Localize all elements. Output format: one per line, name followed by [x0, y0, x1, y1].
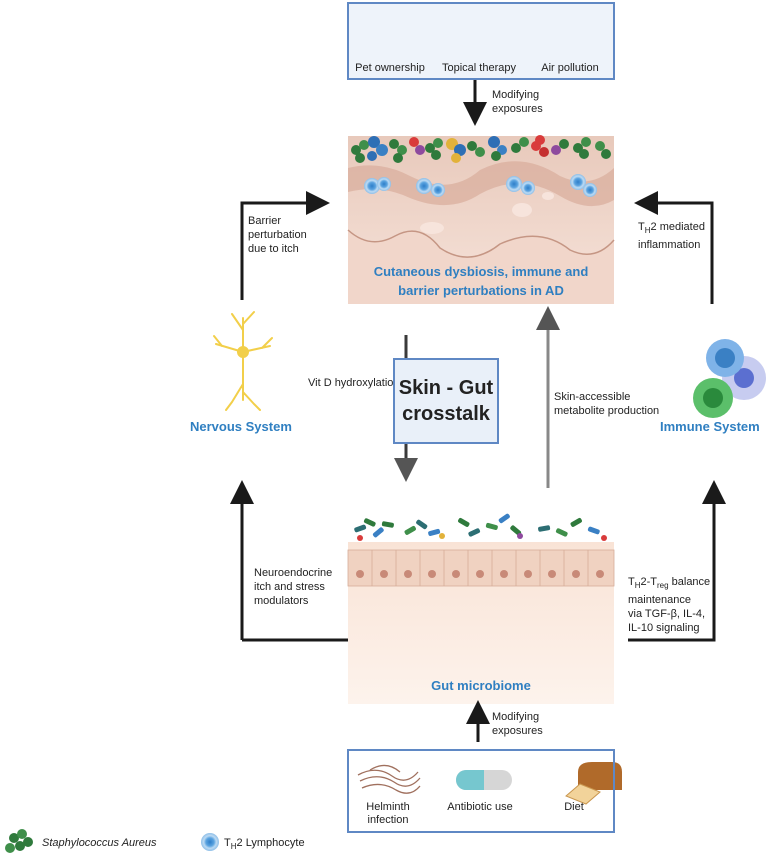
bottom-modifying-line2: exposures — [492, 725, 543, 737]
barrier-perturbation-label: Barrier perturbation due to itch — [248, 214, 307, 256]
helminth-line2: infection — [367, 814, 409, 826]
skin-title-line1: Cutaneous dysbiosis, immune and — [373, 264, 589, 279]
th2-inflammation-line2: inflammation — [638, 239, 701, 252]
flow-arrows — [230, 80, 726, 742]
th2-treg-line2: maintenance — [628, 594, 691, 607]
bottom-modifying-label: Modifying exposures — [492, 710, 543, 738]
capsule-icon — [456, 770, 512, 790]
skin-illustration — [347, 136, 615, 304]
exposure-label-topical: Topical therapy — [442, 62, 516, 74]
th2-treg-line1: TH2-Treg balance — [628, 576, 711, 591]
legend-lymphocyte-label: TH2 Lymphocyte — [224, 837, 305, 852]
th2-treg-label: TH2-Treg balance maintenance via TGF-β, … — [628, 575, 710, 635]
exposure-label-helminth: Helminth infection — [353, 801, 423, 827]
nervous-system-title: Nervous System — [190, 419, 292, 434]
vit-d-label: Vit D hydroxylation — [308, 377, 400, 389]
barrier-line3: due to itch — [248, 243, 299, 255]
helminth-line1: Helminth — [366, 801, 410, 813]
top-exposures-box: Pet ownership Topical therapy Air pollut… — [347, 2, 615, 80]
top-modifying-line1: Modifying — [492, 89, 540, 101]
skin-lymphocytes — [364, 174, 597, 197]
immune-cells-icon — [693, 339, 766, 418]
lymphocyte-legend-icon — [201, 833, 219, 851]
neuro-line1: Neuroendocrine — [254, 567, 333, 579]
arrow-nerve-to-skin — [240, 191, 330, 300]
skin-title-line2: barrier perturbations in AD — [398, 283, 564, 298]
top-modifying-line2: exposures — [492, 103, 543, 115]
worm-icon — [357, 764, 421, 794]
arrow-gut-to-immune — [628, 480, 726, 642]
crosstalk-line1: Skin - Gut — [398, 377, 494, 399]
neuron-icon — [213, 311, 273, 411]
bread-icon — [565, 762, 622, 805]
exposure-label-pet: Pet ownership — [355, 62, 425, 74]
bottom-exposures-box: Helminth infection Antibiotic use Diet — [347, 749, 615, 833]
metabolite-line2: metabolite production — [554, 405, 660, 417]
th2-inflammation-label: TH2 mediated inflammation — [638, 220, 705, 252]
th2-inflammation-line1: TH2 mediated — [638, 221, 705, 236]
gut-title: Gut microbiome — [431, 678, 531, 693]
neuro-line3: modulators — [254, 595, 309, 607]
barrier-line2: perturbation — [248, 229, 307, 241]
skin-title: Cutaneous dysbiosis, immune and barrier … — [348, 262, 614, 300]
gut-bacteria — [354, 513, 607, 541]
exposure-label-antibiotic: Antibiotic use — [447, 801, 513, 813]
arrow-immune-to-skin — [634, 191, 714, 304]
bottom-modifying-line1: Modifying — [492, 711, 540, 723]
barrier-line1: Barrier — [248, 215, 282, 227]
skin-bacteria — [351, 135, 611, 163]
immune-system-title: Immune System — [660, 419, 760, 434]
neuro-line2: itch and stress — [254, 581, 325, 593]
top-modifying-label: Modifying exposures — [492, 88, 543, 116]
legend-staph-label: Staphylococcus Aureus — [42, 837, 157, 849]
exposure-label-pollution: Air pollution — [541, 62, 599, 74]
metabolite-label: Skin-accessible metabolite production — [554, 390, 659, 418]
metabolite-line1: Skin-accessible — [554, 391, 631, 403]
neuroendocrine-label: Neuroendocrine itch and stress modulator… — [254, 566, 332, 608]
crosstalk-line2: crosstalk — [402, 403, 490, 425]
staph-legend-icon — [5, 829, 33, 853]
th2-treg-line3: via TGF-β, IL-4, — [628, 608, 706, 621]
th2-treg-line4: IL-10 signaling — [628, 622, 700, 635]
exposure-label-diet: Diet — [564, 801, 584, 813]
crosstalk-box: Skin - Gut crosstalk — [393, 358, 499, 444]
gut-illustration — [347, 513, 615, 704]
